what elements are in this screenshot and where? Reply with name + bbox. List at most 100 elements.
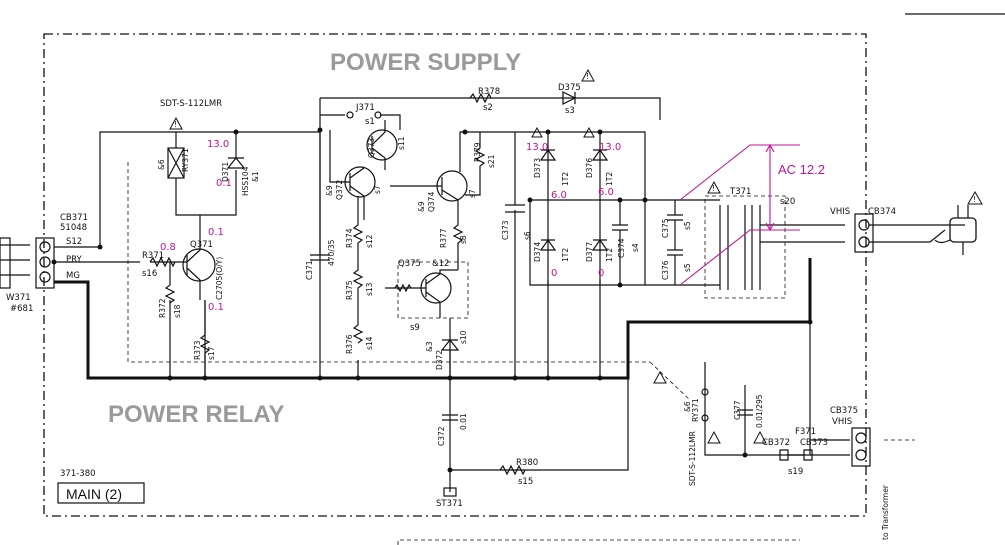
c375-s-label: s5 xyxy=(683,221,692,230)
d374-diode xyxy=(539,238,557,251)
t371-s-label: s20 xyxy=(780,197,795,207)
cb374-connector xyxy=(854,213,965,253)
r375-s-label: s13 xyxy=(365,282,374,296)
warning-triangle-icon xyxy=(753,430,767,444)
c374-label: C374 xyxy=(617,238,626,258)
r377-label: R377 xyxy=(439,228,448,248)
c373-s-label: s6 xyxy=(523,231,532,240)
r371-label: R371 xyxy=(142,251,164,261)
q375-s-label: s9 xyxy=(410,323,420,333)
d376-type-label: 1T2 xyxy=(605,172,614,186)
f371-label: F371 xyxy=(795,427,816,437)
r373-s-label: s17 xyxy=(207,346,216,360)
c374-s-label: s4 xyxy=(631,243,640,252)
r378-resistor xyxy=(469,92,492,104)
q375-transistor xyxy=(385,269,458,318)
q371-voltage-emitter1: 0.1 xyxy=(208,227,224,238)
d374-label: D374 xyxy=(533,242,542,262)
t371-transformer xyxy=(675,195,845,299)
c371-label: C371 xyxy=(305,260,314,280)
c377-label: C377 xyxy=(733,400,742,420)
t371-label: T371 xyxy=(729,187,751,197)
c373-capacitor xyxy=(505,132,525,213)
d377-type-label: 1T2 xyxy=(605,248,614,262)
ac-voltage-label: AC 12.2 xyxy=(778,162,825,177)
ac-measure-arrows xyxy=(765,143,775,232)
d371-label: D371 xyxy=(221,162,230,182)
c372-capacitor xyxy=(442,414,458,421)
d373-type-label: 1T2 xyxy=(561,172,570,186)
w371-label: W371 xyxy=(6,293,31,303)
d372-note-label: &3 xyxy=(425,341,434,352)
r372-label: R372 xyxy=(158,298,167,318)
range-label: 371-380 xyxy=(60,469,96,479)
svg-text:!: ! xyxy=(712,184,715,193)
d372-label: D372 xyxy=(435,350,444,370)
cb371-label: CB371 xyxy=(60,213,88,223)
c372-r380-wire xyxy=(449,322,629,471)
q374-transistor xyxy=(390,131,468,215)
f371-fuse xyxy=(779,449,813,461)
q371-label: Q371 xyxy=(190,240,213,250)
q375-outline xyxy=(397,261,469,319)
q372-note-label: &9 xyxy=(325,185,334,196)
main-label: MAIN (2) xyxy=(66,486,122,502)
w371-part-label: #681 xyxy=(10,304,33,314)
c377-value-label: 0.01/295 xyxy=(755,394,764,428)
mg-label: MG xyxy=(66,271,80,281)
relay2-model-label: SDT-S-112LMR xyxy=(688,431,697,486)
r380-label: R380 xyxy=(516,458,538,468)
q374-s-label: s7 xyxy=(468,189,477,198)
relay2-note-label: &6 xyxy=(683,401,692,412)
warning-triangle-icon xyxy=(583,126,595,138)
r374-s-label: s12 xyxy=(365,234,374,248)
warning-triangle-icon: ! xyxy=(707,180,721,194)
q371-transistor xyxy=(182,215,216,300)
c376-label: C376 xyxy=(661,260,670,280)
relay1-model-label: SDT-S-112LMR xyxy=(160,99,222,109)
r376-label: R376 xyxy=(345,334,354,354)
d374-type-label: 1T2 xyxy=(561,248,570,262)
q374-note-label: &9 xyxy=(417,201,426,212)
junction-dots xyxy=(51,127,813,473)
d375-s-label: s3 xyxy=(565,106,575,116)
cb371-part-label: 51048 xyxy=(60,223,87,233)
r380-resistor xyxy=(499,464,526,476)
svg-text:!: ! xyxy=(586,72,589,81)
d372-s-label: s10 xyxy=(459,330,468,344)
d373-voltage-bottom: 6.0 xyxy=(551,190,567,201)
r373-resistor xyxy=(199,300,211,378)
vhis2-label: VHIS xyxy=(832,417,852,427)
r379-s-label: s21 xyxy=(487,154,496,168)
d371-voltage-top: 13.0 xyxy=(207,139,229,150)
r373-label: R373 xyxy=(193,340,202,360)
d375-label: D375 xyxy=(558,83,581,93)
q373-label: Q373 xyxy=(367,138,376,158)
st371-terminal xyxy=(443,487,457,497)
r372-s-label: s18 xyxy=(173,304,182,318)
d373-label: D373 xyxy=(533,158,542,178)
d373-diode xyxy=(539,148,557,161)
power-relay-title: POWER RELAY xyxy=(108,401,284,428)
j371-s-label: s1 xyxy=(365,117,375,127)
r375-label: R375 xyxy=(345,280,354,300)
r378-label: R378 xyxy=(478,87,500,97)
lower-right-wiring xyxy=(704,322,850,456)
f371-s-label: s19 xyxy=(788,467,803,477)
cb371-connector xyxy=(0,237,55,289)
warning-triangle-icon: ! xyxy=(169,116,183,130)
st371-label: ST371 xyxy=(436,499,463,509)
q375-label: Q375 xyxy=(398,259,421,269)
c375-label: C375 xyxy=(661,218,670,238)
cb372-label: CB372 xyxy=(762,438,790,448)
d376-voltage-top: 13.0 xyxy=(599,142,621,153)
d374-voltage: 0 xyxy=(551,268,557,279)
d377-label: D377 xyxy=(585,242,594,262)
q372-s-label: s7 xyxy=(373,185,382,194)
d373-voltage-top: 13.0 xyxy=(526,142,548,153)
d376-label: D376 xyxy=(585,158,594,178)
r371-s-label: s16 xyxy=(142,269,157,279)
power-supply-title: POWER SUPPLY xyxy=(330,49,521,76)
cb375-connector xyxy=(851,427,871,467)
